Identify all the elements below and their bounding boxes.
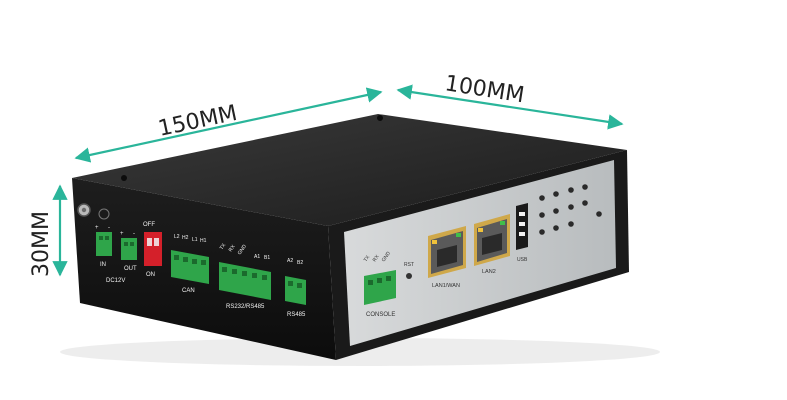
serial-pin-rx: RX [228,243,237,253]
rs485-terminal [285,276,306,305]
length-arrow [74,87,383,163]
power-out-terminal [121,238,137,260]
lan2-port [474,214,510,266]
rs485-pin-a2: A2 [287,258,293,264]
serial-terminal [219,262,271,300]
console-label: CONSOLE [366,312,395,318]
case-top [72,114,627,226]
console-pin-gnd: GND [381,250,393,263]
ground-symbol-icon [98,208,110,220]
can-pin-l2: L2 [174,234,180,240]
can-terminal [171,250,209,284]
power-in-plus: + [95,225,99,231]
serial-pin-b1: B1 [264,255,270,261]
can-pin-h2: H2 [182,235,189,241]
height-label: 30MM [29,211,54,277]
can-pin-h1: H1 [200,238,207,244]
console-terminal [364,270,396,305]
serial-pin-tx: TX [219,242,228,251]
console-pin-tx: TX [363,254,372,263]
lan1-port [428,226,466,278]
can-label: CAN [182,288,195,294]
power-label: DC12V [106,278,125,284]
dip-off-label: OFF [143,222,155,228]
lan1-label: LAN1/WAN [432,283,460,289]
serial-pin-gnd: GND [237,243,249,256]
usb-port [516,203,528,250]
power-out-label: OUT [124,266,137,272]
serial-pin-a1: A1 [254,254,260,260]
power-out-minus: - [133,231,135,237]
dip-on-label: ON [146,272,155,278]
rs485-label: RS485 [287,312,306,318]
reset-button[interactable] [406,273,412,279]
status-leds [539,184,602,235]
width-arrow [396,84,624,130]
power-in-label: IN [100,262,106,268]
rst-label: RST [404,262,414,268]
screw-icon [121,175,127,181]
power-out-plus: + [120,231,124,237]
console-pin-rx: RX [372,253,381,263]
dip-switch[interactable] [144,232,162,266]
power-in-minus: - [108,225,110,231]
length-label: 150MM [156,101,239,142]
rs485-pin-b2: B2 [297,260,303,266]
serial-label: RS232/RS485 [226,304,265,310]
screw-icon [377,115,383,121]
lan2-label: LAN2 [482,269,496,275]
can-pin-l1: L1 [192,237,198,243]
usb-label: USB [517,257,528,263]
power-in-terminal [96,232,112,256]
